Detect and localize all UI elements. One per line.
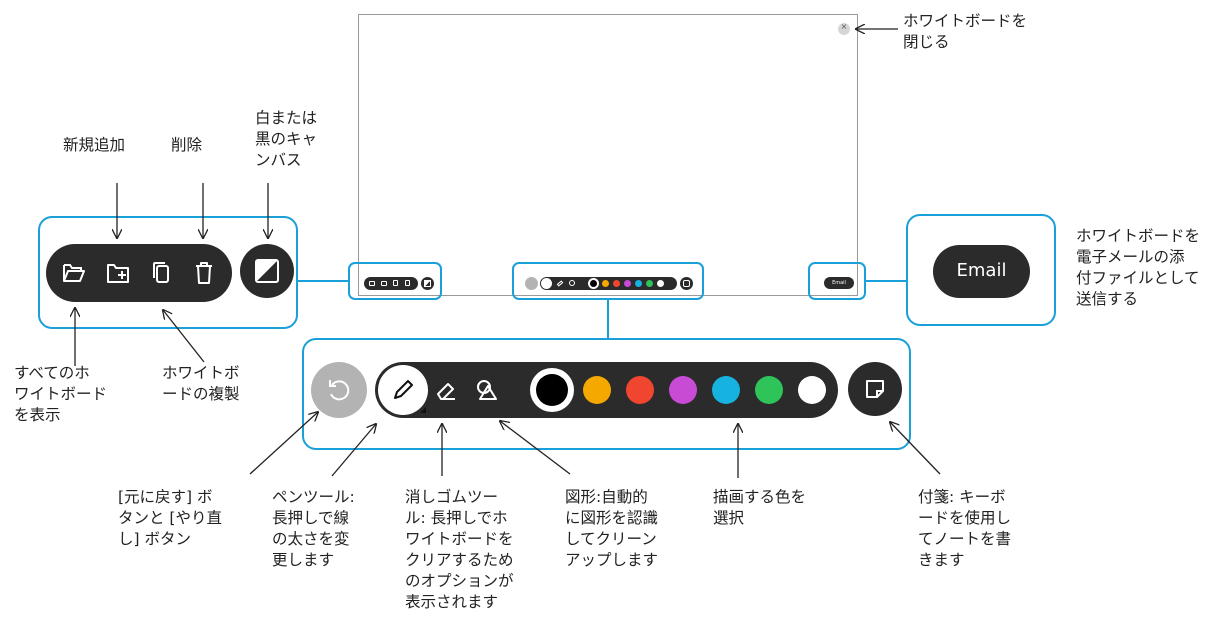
- mini-color-4[interactable]: [635, 280, 642, 287]
- eraser-icon[interactable]: [435, 379, 457, 401]
- mini-email-button[interactable]: Email: [824, 277, 854, 289]
- mini-trash-icon[interactable]: [405, 280, 410, 286]
- label-shape-tool: 図形:自動的 に図形を認識 してクリーン アップします: [565, 488, 659, 569]
- callout-mini-file: [348, 262, 442, 300]
- mini-canvas-toggle[interactable]: [421, 277, 434, 290]
- pen-icon: [391, 378, 415, 402]
- label-undo-redo: [元に戻す] ボ タンと [やり直 し] ボタン: [118, 488, 222, 548]
- mini-undo-button[interactable]: [525, 277, 538, 290]
- pen-tool-button[interactable]: [378, 365, 428, 415]
- file-toolbar: [46, 244, 232, 302]
- undo-button[interactable]: [311, 362, 367, 418]
- mini-color-2[interactable]: [613, 280, 620, 287]
- label-email-attach: ホワイトボードを 電子メールの添 付ファイルとして 送信する: [1076, 227, 1201, 308]
- email-button[interactable]: Email: [933, 245, 1030, 298]
- drawing-toolbar: [375, 362, 838, 418]
- email-button-label: Email: [956, 260, 1007, 281]
- close-button[interactable]: ×: [838, 22, 850, 35]
- label-pen-tool: ペンツール: 長押しで線 の太さを変 更します: [272, 488, 355, 569]
- label-eraser-tool: 消しゴムツー ル: 長押しでホ ワイトボードを クリアするため のオプションが …: [405, 488, 514, 611]
- color-swatch-black[interactable]: [530, 368, 574, 412]
- mini-pen-icon[interactable]: [541, 278, 552, 289]
- mini-file-toolbar: [364, 277, 418, 290]
- mini-color-6[interactable]: [657, 280, 664, 287]
- callout-mini-email: [808, 262, 866, 300]
- add-board-icon[interactable]: [106, 262, 130, 284]
- mini-color-1[interactable]: [602, 280, 609, 287]
- mini-email-label: Email: [832, 280, 846, 286]
- callout-email: [906, 214, 1056, 326]
- mini-color-5[interactable]: [646, 280, 653, 287]
- mini-color-0[interactable]: [588, 278, 599, 289]
- mini-shapes-icon[interactable]: [569, 280, 575, 286]
- label-show-all: すべてのホ ワイトボード を表示: [14, 364, 108, 424]
- whiteboard-canvas[interactable]: [358, 14, 858, 296]
- label-color-select: 描画する色を 選択: [713, 488, 807, 527]
- folder-open-icon[interactable]: [62, 262, 86, 284]
- sticky-note-icon: [864, 378, 886, 400]
- callout-drawing-toolbar: [302, 338, 911, 450]
- shapes-icon[interactable]: [475, 378, 499, 402]
- mini-sticky-button[interactable]: [680, 277, 693, 290]
- mini-color-3[interactable]: [624, 280, 631, 287]
- color-swatch-orange[interactable]: [583, 376, 611, 404]
- color-swatch-white[interactable]: [798, 376, 826, 404]
- label-new-add: 新規追加: [63, 136, 126, 154]
- trash-icon[interactable]: [194, 261, 214, 285]
- callout-mini-drawing: [512, 262, 704, 300]
- mini-copy-icon[interactable]: [393, 280, 398, 286]
- label-duplicate: ホワイトボ ードの複製: [162, 364, 240, 403]
- color-swatch-purple[interactable]: [669, 376, 697, 404]
- sticky-note-button[interactable]: [848, 362, 902, 416]
- label-sticky-note: 付箋: キーボ ードを使用し てノートを書 きます: [918, 488, 1012, 569]
- label-white-black-canvas: 白または 黒のキャ ンバス: [255, 109, 318, 169]
- color-swatch-blue[interactable]: [712, 376, 740, 404]
- undo-icon: [326, 377, 352, 403]
- label-delete: 削除: [171, 136, 203, 154]
- callout-file-toolbar: [38, 216, 298, 329]
- canvas-toggle-button[interactable]: [240, 244, 294, 298]
- color-swatch-green[interactable]: [755, 376, 783, 404]
- mini-drawing-toolbar: [540, 277, 677, 290]
- mini-add-icon[interactable]: [381, 281, 387, 286]
- mini-open-icon[interactable]: [369, 281, 375, 286]
- color-swatch-red[interactable]: [626, 376, 654, 404]
- canvas-contrast-icon: [255, 259, 279, 283]
- close-icon: ×: [840, 22, 848, 31]
- copy-icon[interactable]: [151, 261, 171, 285]
- label-close-whiteboard: ホワイトボードを 閉じる: [903, 12, 1028, 51]
